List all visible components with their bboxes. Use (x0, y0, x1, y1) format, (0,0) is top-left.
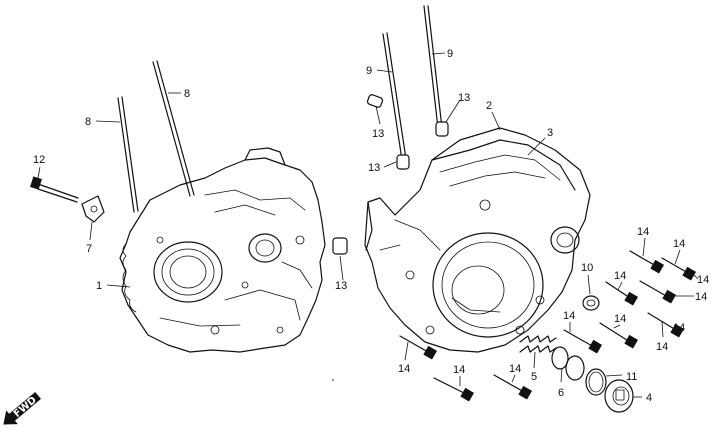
callout-2: 2 (486, 100, 492, 112)
forward-arrow-icon (3, 391, 41, 425)
bolt-14-d (563, 329, 603, 354)
callout-14-g: 14 (614, 270, 626, 282)
callout-8-rear: 8 (184, 88, 190, 100)
callout-13-c: 13 (368, 162, 380, 174)
callout-11: 11 (626, 371, 637, 383)
bolt-14-j (661, 257, 697, 281)
callout-13-d: 13 (335, 280, 347, 292)
callout-14-l: 14 (673, 322, 685, 334)
leader-lines (37, 52, 699, 398)
collar-10 (582, 295, 600, 311)
bolt-14-a (399, 335, 438, 360)
callout-14-f: 14 (656, 341, 668, 353)
callout-14-i: 14 (637, 226, 649, 238)
callout-3: 3 (547, 127, 553, 139)
callout-13-a: 13 (372, 128, 384, 140)
spring-5 (519, 335, 557, 353)
right-crankcase-half (364, 127, 591, 353)
o-ring-6 (551, 346, 585, 381)
callout-7: 7 (86, 243, 92, 255)
callout-14-d: 14 (563, 310, 575, 322)
bolt-12 (30, 176, 79, 203)
callout-14-e: 14 (614, 313, 626, 325)
callout-14-j: 14 (673, 238, 685, 250)
dowel-pin-13-c (396, 154, 410, 170)
fwd-label: FWD (12, 395, 39, 420)
callout-6: 6 (558, 387, 564, 399)
callout-8-front: 8 (85, 116, 91, 128)
clamp-7 (81, 195, 105, 223)
callout-4: 4 (646, 392, 652, 404)
left-crankcase-half (119, 147, 326, 353)
bolt-14-g (639, 280, 677, 304)
stud-bolt-9-short (382, 32, 407, 161)
callout-14-b: 14 (453, 364, 465, 376)
callout-14-a: 14 (398, 363, 410, 375)
callout-12: 12 (33, 154, 45, 166)
oil-filter-cap-4 (604, 379, 634, 413)
callout-14-k: 14 (697, 274, 709, 286)
callout-5: 5 (531, 371, 537, 383)
stud-bolt-8-rear (152, 60, 195, 197)
bolt-14-e (599, 322, 639, 349)
bolt-14-h (647, 312, 685, 338)
callout-14-c: 14 (509, 363, 521, 375)
bolt-14-b (433, 377, 475, 402)
o-ring-11 (585, 368, 607, 396)
callout-13-b: 13 (458, 92, 470, 104)
stud-bolt-8-front (117, 96, 139, 213)
dowel-pin-13-d (332, 237, 348, 255)
callout-9-short: 9 (366, 65, 372, 77)
scan-speck (332, 379, 334, 381)
dowel-pin-13-b (435, 121, 449, 137)
bolt-14-i (629, 250, 665, 274)
dowel-pin-13-a (366, 94, 384, 108)
bolt-14-c (493, 374, 533, 400)
callout-9-long: 9 (447, 48, 453, 60)
callout-14-h: 14 (695, 291, 707, 303)
callout-1: 1 (96, 280, 102, 292)
forward-direction-indicator: FWD (3, 391, 41, 425)
stud-bolt-9-long (423, 5, 443, 129)
callout-10: 10 (581, 262, 593, 274)
bolt-14-f (605, 281, 639, 306)
